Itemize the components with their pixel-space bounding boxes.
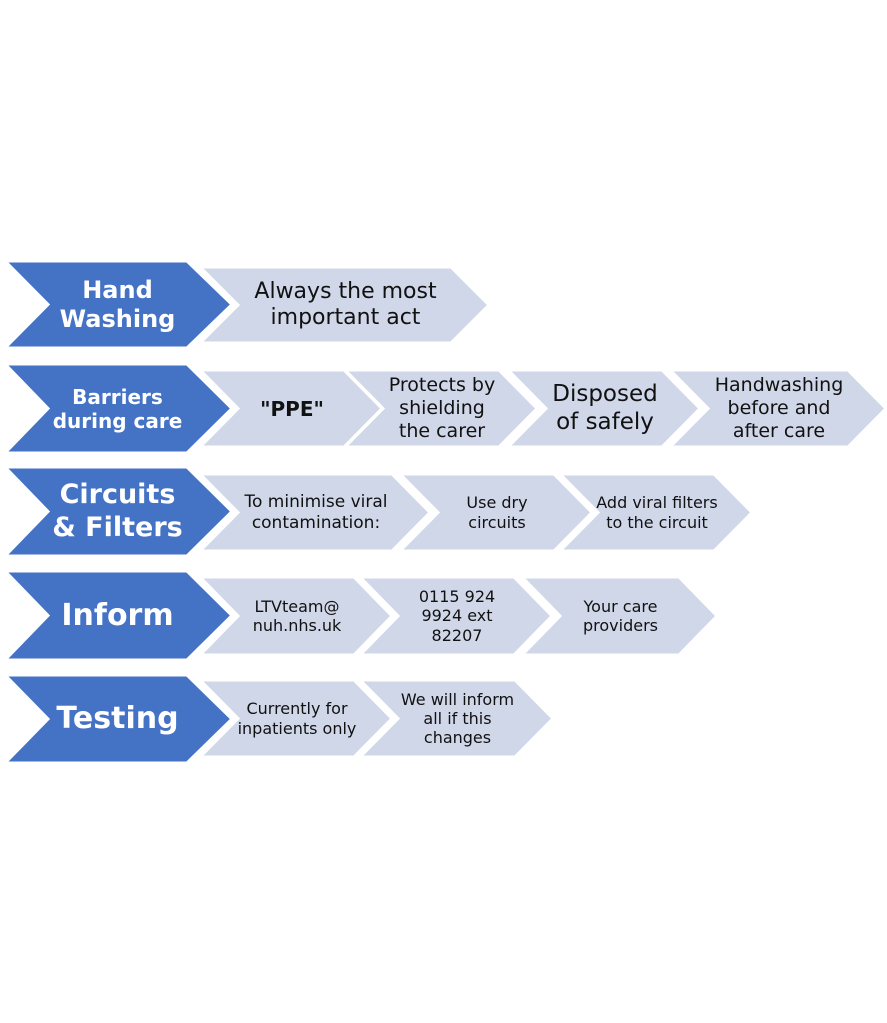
step-label: Your care providers bbox=[583, 596, 658, 635]
row-hand-washing bbox=[1, 259, 492, 350]
row-testing bbox=[1, 673, 556, 765]
step-chevron bbox=[196, 472, 433, 553]
step-label: "PPE" bbox=[260, 396, 324, 421]
heading-chevron bbox=[1, 673, 235, 765]
heading-chevron bbox=[1, 259, 235, 350]
heading-label-circuits-filters: Circuits& Filters bbox=[52, 479, 183, 543]
step-label: 0115 924 9924 ext 82207 bbox=[418, 587, 496, 645]
step-label: Always the most important act bbox=[254, 278, 437, 330]
step-chevron bbox=[196, 368, 385, 449]
step-chevron bbox=[396, 472, 595, 553]
step-label: Add viral filters to the circuit bbox=[596, 493, 718, 532]
step-label: LTVteam@nuh.nhs.uk bbox=[252, 596, 342, 635]
step-label: Handwashing before and after care bbox=[714, 374, 844, 442]
row-barriers bbox=[1, 362, 887, 455]
heading-chevron bbox=[1, 362, 235, 455]
step-chevron bbox=[556, 472, 755, 553]
step-chevron bbox=[356, 678, 556, 759]
step-chevron bbox=[356, 575, 555, 657]
step-chevron bbox=[666, 368, 887, 449]
step-chevron bbox=[196, 678, 395, 759]
step-chevron bbox=[196, 575, 395, 657]
heading-chevron bbox=[1, 465, 235, 558]
heading-label-inform: Inform bbox=[61, 597, 174, 633]
step-label: To minimise viral contamination: bbox=[244, 492, 388, 533]
step-chevron bbox=[196, 265, 492, 345]
step-label: Use dry circuits bbox=[466, 493, 528, 532]
step-label: Disposed of safely bbox=[552, 380, 658, 435]
step-chevron bbox=[518, 575, 720, 657]
heading-label-testing: Testing bbox=[56, 701, 179, 736]
step-chevron bbox=[504, 368, 703, 449]
row-inform bbox=[1, 569, 720, 662]
step-label: We will inform all if this changes bbox=[400, 689, 515, 748]
step-label: Protects by shielding the carer bbox=[388, 374, 496, 442]
heading-chevron bbox=[1, 569, 235, 662]
row-circuits-filters bbox=[1, 465, 755, 558]
step-label: Currently for inpatients only bbox=[237, 699, 357, 738]
